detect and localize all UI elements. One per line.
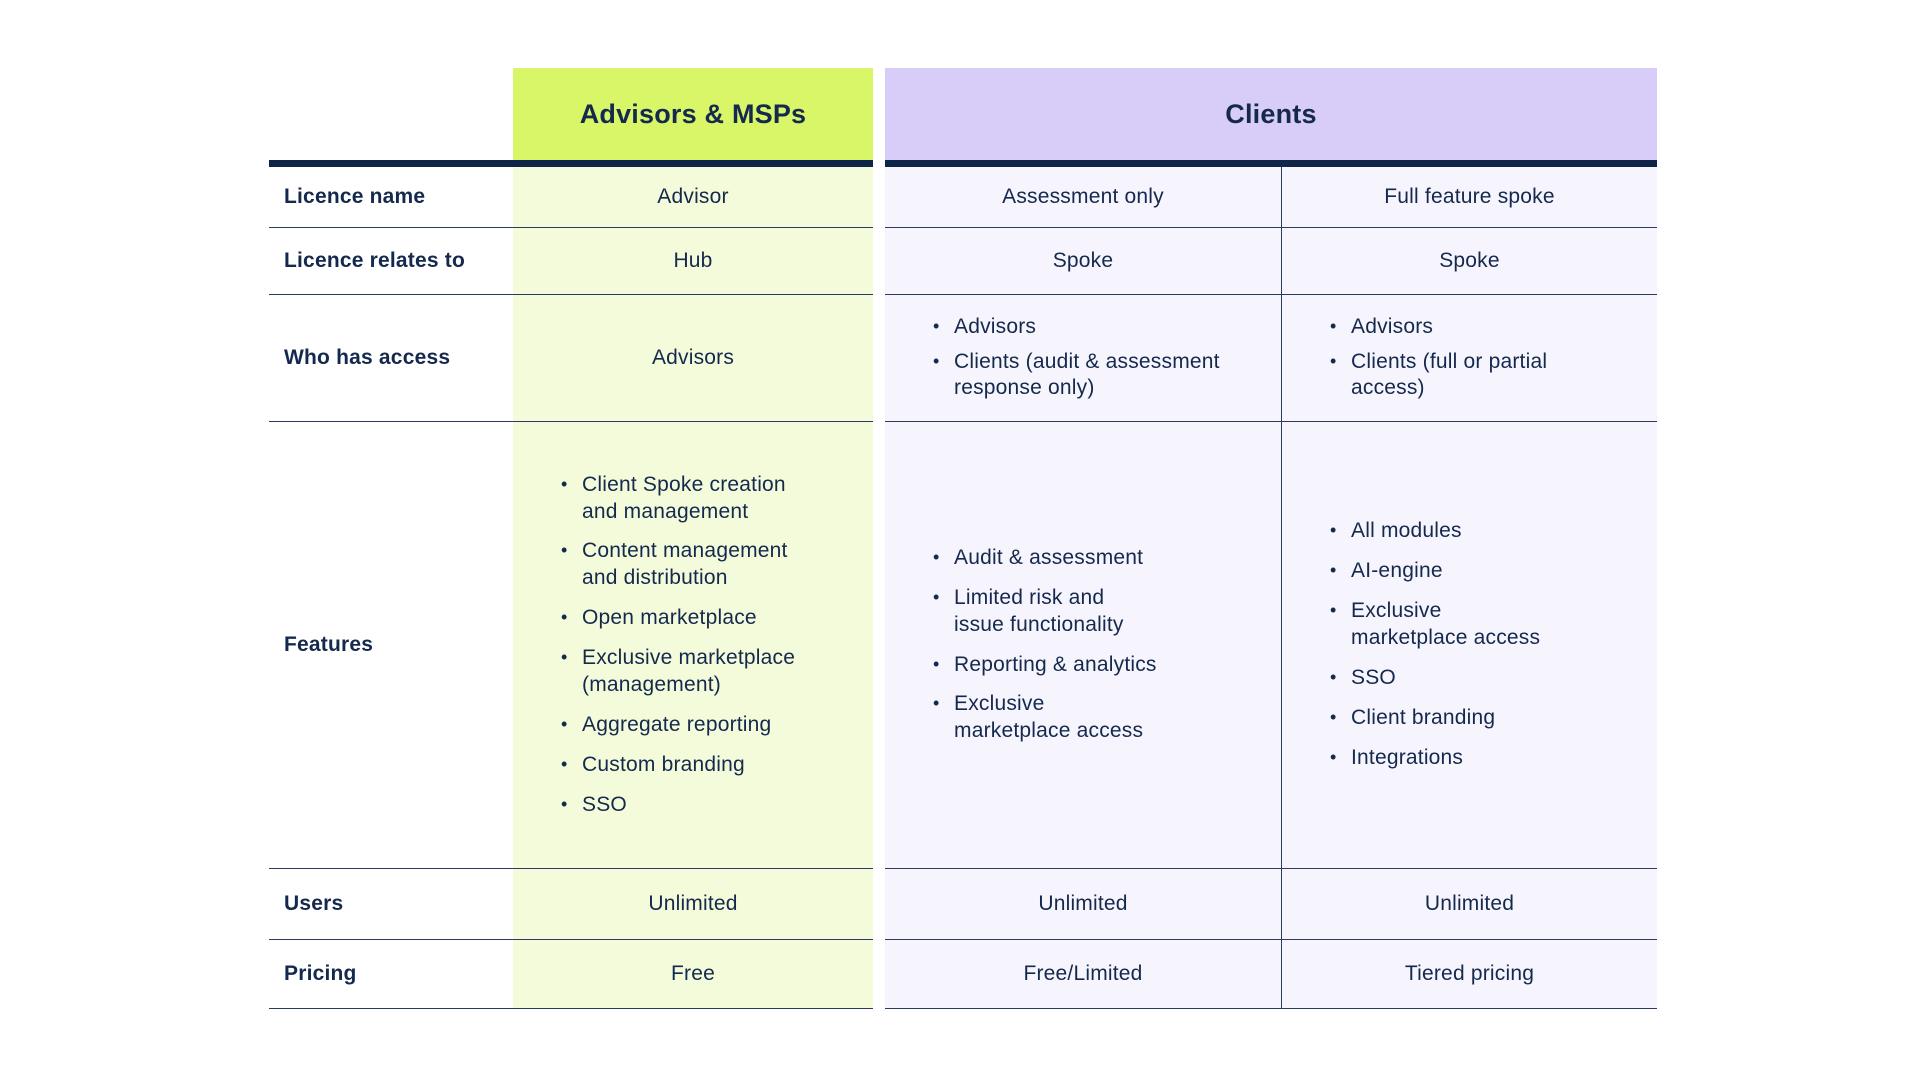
feature-item: Exclusive marketplace access — [1328, 598, 1639, 652]
licence-comparison-table: Advisors & MSPs Clients Licence name Adv… — [269, 68, 1657, 1009]
feature-item: Integrations — [1328, 745, 1639, 772]
users-full: Unlimited — [1281, 869, 1657, 940]
feature-item: Content management and distribution — [559, 538, 855, 592]
access-item: Advisors — [1328, 314, 1639, 341]
row-label-features: Features — [269, 422, 513, 869]
licence-relates-full: Spoke — [1281, 228, 1657, 295]
column-gutter — [873, 160, 885, 167]
feature-item: Aggregate reporting — [559, 712, 855, 739]
feature-item: Open marketplace — [559, 605, 855, 632]
feature-item: SSO — [1328, 665, 1639, 692]
access-item: Clients (full or partial access) — [1328, 349, 1639, 403]
feature-item: Limited risk and issue functionality — [931, 585, 1263, 639]
feature-item: Client branding — [1328, 705, 1639, 732]
column-gutter — [873, 940, 885, 1009]
column-gutter — [873, 869, 885, 940]
licence-relates-assessment: Spoke — [885, 228, 1281, 295]
users-assessment: Unlimited — [885, 869, 1281, 940]
row-label-users: Users — [269, 869, 513, 940]
access-item: Advisors — [931, 314, 1263, 341]
feature-item: All modules — [1328, 518, 1639, 545]
row-label-licence-name: Licence name — [269, 167, 513, 228]
licence-name-full: Full feature spoke — [1281, 167, 1657, 228]
features-assessment-list: Audit & assessment Limited risk and issu… — [885, 422, 1281, 869]
row-label-licence-relates-to: Licence relates to — [269, 228, 513, 295]
header-advisors-msps: Advisors & MSPs — [513, 68, 873, 160]
feature-item: Custom branding — [559, 752, 855, 779]
header-clients: Clients — [885, 68, 1657, 160]
features-full-list: All modules AI-engine Exclusive marketpl… — [1281, 422, 1657, 869]
header-rule-right — [885, 160, 1657, 167]
column-gutter — [873, 68, 885, 160]
feature-item: Exclusive marketplace (management) — [559, 645, 855, 699]
feature-item: Client Spoke creation and management — [559, 472, 855, 526]
feature-item: SSO — [559, 792, 855, 819]
licence-relates-advisor: Hub — [513, 228, 873, 295]
pricing-full: Tiered pricing — [1281, 940, 1657, 1009]
column-gutter — [873, 228, 885, 295]
row-label-who-has-access: Who has access — [269, 295, 513, 422]
column-gutter — [873, 295, 885, 422]
row-label-pricing: Pricing — [269, 940, 513, 1009]
feature-item: Reporting & analytics — [931, 652, 1263, 679]
features-advisor-list: Client Spoke creation and management Con… — [513, 422, 873, 869]
access-assessment-list: Advisors Clients (audit & assessment res… — [885, 295, 1281, 422]
licence-name-assessment: Assessment only — [885, 167, 1281, 228]
feature-item: Exclusive marketplace access — [931, 691, 1263, 745]
licence-name-advisor: Advisor — [513, 167, 873, 228]
header-spacer — [269, 68, 513, 160]
feature-item: Audit & assessment — [931, 545, 1263, 572]
column-gutter — [873, 422, 885, 869]
pricing-advisor: Free — [513, 940, 873, 1009]
access-advisor: Advisors — [513, 295, 873, 422]
column-gutter — [873, 167, 885, 228]
feature-item: AI-engine — [1328, 558, 1639, 585]
header-rule-left — [269, 160, 873, 167]
pricing-assessment: Free/Limited — [885, 940, 1281, 1009]
users-advisor: Unlimited — [513, 869, 873, 940]
access-full-list: Advisors Clients (full or partial access… — [1281, 295, 1657, 422]
access-item: Clients (audit & assessment response onl… — [931, 349, 1263, 403]
